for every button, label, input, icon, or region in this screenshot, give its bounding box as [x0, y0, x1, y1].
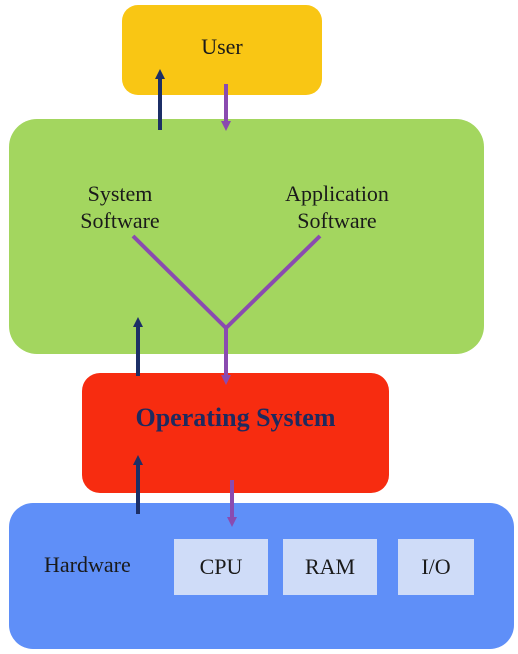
application-software-line-1: Application	[285, 181, 389, 206]
user-label: User	[201, 34, 243, 59]
operating-system-label: Operating System	[135, 403, 336, 432]
system-software-branch	[131, 234, 228, 330]
system-software-label: System Software	[60, 180, 180, 234]
io-chip: I/O	[398, 539, 474, 595]
cpu-chip: CPU	[174, 539, 268, 595]
application-software-label: Application Software	[268, 180, 406, 234]
application-software-line-2: Software	[297, 208, 377, 233]
system-software-line-2: Software	[80, 208, 160, 233]
hardware-label: Hardware	[44, 552, 131, 577]
application-software-branch	[224, 234, 322, 330]
operating-system-box	[82, 373, 389, 493]
ram-chip: RAM	[283, 539, 377, 595]
user-box	[122, 5, 322, 95]
software-box	[9, 119, 484, 354]
system-software-line-1: System	[87, 181, 153, 206]
